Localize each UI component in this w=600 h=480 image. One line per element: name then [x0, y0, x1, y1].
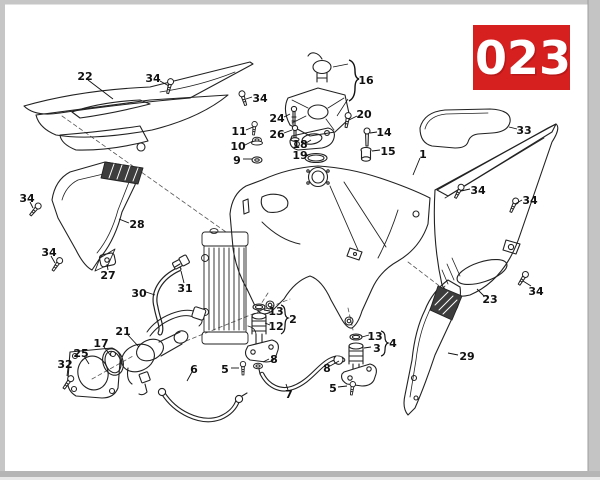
callout-34-7: 34 — [41, 246, 57, 259]
part-pump-flange — [67, 347, 121, 399]
callout-11: 11 — [231, 125, 246, 138]
part-fuel-pump — [121, 306, 207, 396]
callout-32: 32 — [57, 358, 72, 371]
brace-4 — [380, 330, 390, 357]
part-pump-hose — [157, 387, 248, 423]
fitting-15 — [360, 146, 372, 162]
part-clip — [98, 252, 117, 268]
callout-5-1: 5 — [221, 363, 229, 376]
callout-34-5: 34 — [528, 285, 544, 298]
callout-25: 25 — [73, 347, 88, 360]
part-petcock-left — [244, 303, 279, 375]
part-rear-guard — [403, 279, 463, 416]
part-petcock-right — [341, 333, 377, 387]
part-fuel-cap-assembly — [284, 52, 351, 137]
callout-1: 1 — [419, 148, 427, 161]
callout-31: 31 — [177, 282, 192, 295]
callout-9: 9 — [233, 154, 241, 167]
badge-background — [473, 25, 570, 90]
callout-34-2: 34 — [252, 92, 268, 105]
part-filler-oring — [304, 152, 328, 164]
part-foam-pad — [419, 108, 511, 149]
callout-18: 18 — [292, 138, 307, 151]
badge-text-shadow: 023 — [476, 33, 572, 87]
nut-10 — [251, 136, 263, 146]
callout-3: 3 — [373, 342, 381, 355]
callout-27: 27 — [100, 269, 115, 282]
callout-34-4: 34 — [522, 194, 538, 207]
part-cap-flange-plate — [289, 127, 335, 151]
brace-2 — [280, 304, 290, 335]
callout-30: 30 — [131, 287, 147, 300]
callout-16: 16 — [358, 74, 374, 87]
callout-labels: 22 34 34 16 20 24 26 11 10 9 18 19 14 15… — [19, 70, 544, 401]
callout-26: 26 — [269, 128, 285, 141]
callout-34-1: 34 — [145, 72, 161, 85]
callout-29: 29 — [459, 350, 474, 363]
screw-24 — [290, 105, 298, 126]
callout-23: 23 — [482, 293, 497, 306]
part-hose-fitting — [172, 254, 190, 270]
page-number-badge: 023 023 — [473, 25, 573, 90]
part-vent-hose — [152, 266, 182, 336]
callout-15: 15 — [380, 145, 395, 158]
callout-17: 17 — [93, 337, 108, 350]
callout-2: 2 — [289, 313, 297, 326]
screw-14 — [363, 127, 371, 147]
badge-text: 023 — [475, 31, 571, 85]
radiator-reference — [201, 228, 257, 345]
callout-7: 7 — [285, 388, 293, 401]
callout-34-3: 34 — [470, 184, 486, 197]
callout-24: 24 — [269, 112, 285, 125]
callout-4: 4 — [389, 337, 397, 350]
callout-20: 20 — [356, 108, 372, 121]
callout-5-2: 5 — [329, 382, 337, 395]
callout-21: 21 — [115, 325, 130, 338]
brace-16 — [348, 59, 360, 102]
part-right-panel — [433, 123, 559, 297]
callout-19: 19 — [292, 149, 307, 162]
callout-34-6: 34 — [19, 192, 35, 205]
callout-6: 6 — [190, 363, 198, 376]
assembly-axis-lines — [61, 115, 447, 380]
bolt-26 — [290, 124, 300, 142]
callout-13-1: 13 — [268, 305, 283, 318]
nut-9 — [251, 156, 263, 164]
callout-8-1: 8 — [270, 353, 278, 366]
callout-10: 10 — [230, 140, 246, 153]
callout-13-2: 13 — [367, 330, 382, 343]
callout-33: 33 — [516, 124, 531, 137]
callout-14: 14 — [376, 126, 392, 139]
callout-28: 28 — [129, 218, 144, 231]
callout-8-2: 8 — [323, 362, 331, 375]
part-fuel-tank — [229, 165, 431, 329]
part-left-shroud — [51, 161, 144, 272]
callout-12: 12 — [268, 320, 283, 333]
leader-lines — [29, 59, 532, 391]
callout-22: 22 — [77, 70, 92, 83]
